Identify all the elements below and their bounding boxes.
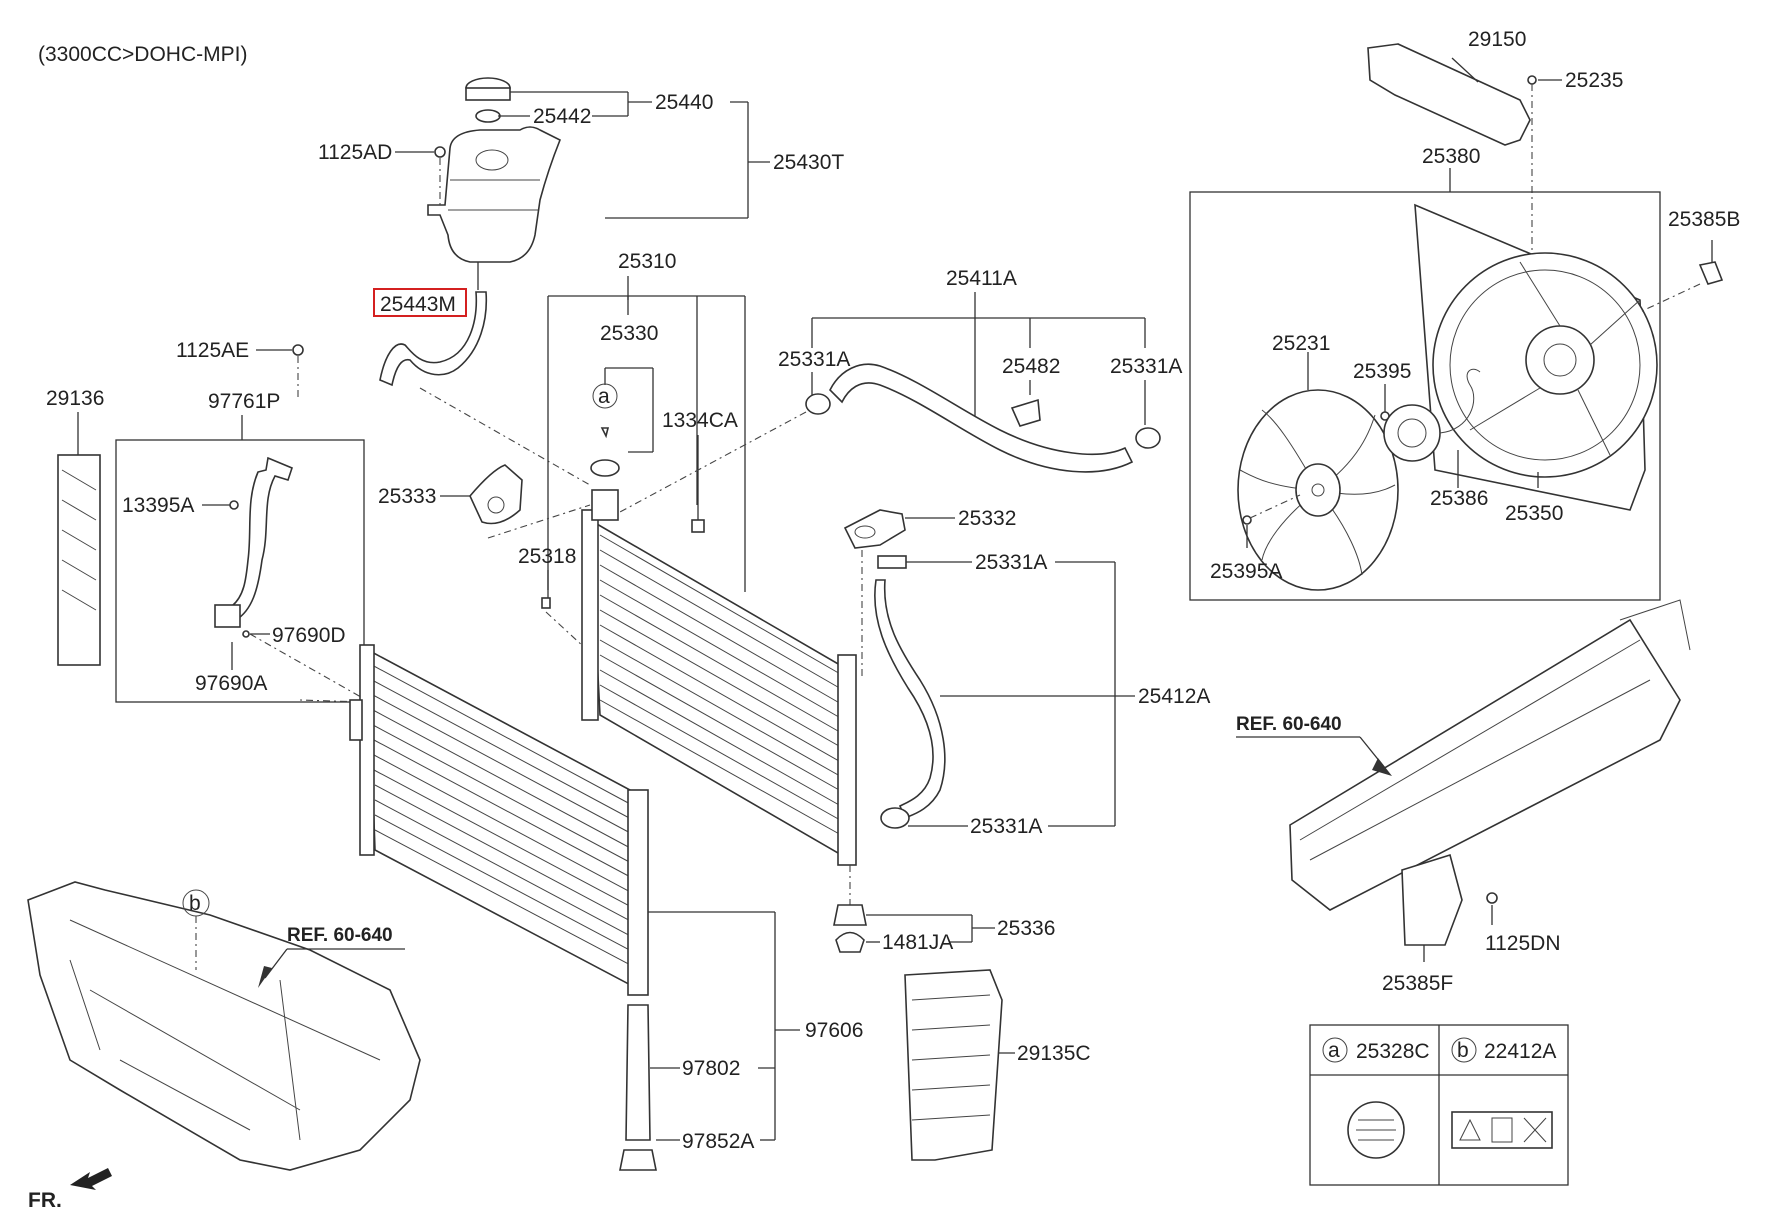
reservoir-tank-25430T (427, 126, 562, 263)
label-1125AD[interactable]: 1125AD (318, 141, 392, 164)
hose-clamp-1 (805, 393, 831, 415)
label-29150[interactable]: 29150 (1468, 28, 1526, 51)
desiccant-97802 (625, 1004, 651, 1141)
label-25395[interactable]: 25395 (1353, 360, 1411, 383)
label-25412A[interactable]: 25412A (1138, 685, 1210, 708)
label-97690D[interactable]: 97690D (272, 624, 346, 647)
drain-plug-25336 (833, 904, 867, 926)
label-25440[interactable]: 25440 (655, 91, 713, 114)
label-25411A[interactable]: 25411A (946, 267, 1017, 290)
hose-bracket-25482 (1010, 398, 1041, 427)
upper-bracket-29150 (1367, 43, 1531, 146)
label-97802[interactable]: 97802 (682, 1057, 740, 1080)
label-1125AE[interactable]: 1125AE (176, 339, 249, 362)
radiator-assembly: 25310 25330 a 1334CA 25333 25318 (378, 250, 857, 866)
label-25331A-1[interactable]: 25331A (778, 348, 850, 371)
sensor-25385F (1401, 853, 1463, 946)
hose-clamp-4 (880, 807, 910, 829)
label-1125DN[interactable]: 1125DN (1485, 932, 1561, 955)
radiator-cap-25330 (590, 459, 620, 477)
label-13395A[interactable]: 13395A (122, 494, 194, 517)
legend-b-key: b (1457, 1039, 1469, 1062)
hose-clamp-2 (1135, 427, 1161, 449)
orientation-label: FR. (28, 1189, 62, 1211)
legend-a-part[interactable]: 25328C (1356, 1040, 1430, 1063)
legend-table: a 25328C b 22412A (1309, 1024, 1569, 1186)
front-carrier-group: b REF. 60-640 (27, 881, 421, 1171)
bushing-1481JA (835, 931, 865, 953)
condenser-pipe-assembly: 29136 1125AE 97761P 13395A 97690D 97690A (46, 339, 649, 996)
label-25318[interactable]: 25318 (518, 545, 576, 568)
label-25482[interactable]: 25482 (1002, 355, 1060, 378)
fan-motor-25386 (1383, 404, 1441, 462)
cap-seal-25442 (475, 109, 501, 123)
label-25310[interactable]: 25310 (618, 250, 676, 273)
label-25385F[interactable]: 25385F (1382, 972, 1453, 995)
condenser-subparts: 97606 97802 97852A (619, 911, 863, 1171)
lower-hose-assembly: 25332 25331A 25412A 25331A 1481JA 25336 (833, 507, 1210, 954)
reservoir-hose-25443M (379, 291, 488, 387)
callout-a-label: a (598, 385, 610, 408)
label-25331A-4[interactable]: 25331A (970, 815, 1042, 838)
label-29136[interactable]: 29136 (46, 387, 104, 410)
coolant-reservoir-assembly: 25442 25440 25430T 1125AD 25443M (318, 77, 844, 486)
right-frame-group: REF. 60-640 1125DN 25385F (1236, 599, 1691, 995)
label-97606[interactable]: 97606 (805, 1019, 863, 1042)
label-25331A-2[interactable]: 25331A (1110, 355, 1182, 378)
callout-b-label: b (189, 892, 201, 915)
label-97690A[interactable]: 97690A (195, 672, 267, 695)
front-end-carrier (27, 881, 421, 1171)
ac-pipe-97761P (219, 456, 293, 621)
hose-clamp-3 (877, 555, 907, 569)
upper-hose-25411A (829, 363, 1134, 473)
engine-label: (3300CC>DOHC-MPI) (38, 43, 247, 66)
side-seal-29136 (57, 454, 101, 666)
side-seal-29135C (904, 969, 1003, 1161)
callout-a (592, 383, 618, 409)
label-1334CA[interactable]: 1334CA (662, 409, 738, 432)
upper-hose-assembly: 25411A 25331A 25482 25331A (619, 267, 1182, 513)
cap-97852A (619, 1149, 657, 1171)
label-25385B[interactable]: 25385B (1668, 208, 1740, 231)
label-29135C[interactable]: 29135C (1017, 1042, 1091, 1065)
side-frame-member (1289, 618, 1681, 911)
label-25443M[interactable]: 25443M (380, 293, 456, 316)
label-25333[interactable]: 25333 (378, 485, 436, 508)
legend-a-key: a (1328, 1039, 1340, 1062)
legend-b-part[interactable]: 22412A (1484, 1040, 1556, 1063)
label-25336[interactable]: 25336 (997, 917, 1055, 940)
ref-60-640-left[interactable]: REF. 60-640 (287, 925, 393, 946)
fr-arrow-icon (70, 1168, 112, 1190)
resistor-25385B (1698, 261, 1724, 285)
label-97761P[interactable]: 97761P (208, 390, 280, 413)
label-25330[interactable]: 25330 (600, 322, 658, 345)
seal-29135C-group: 29135C (904, 969, 1091, 1161)
label-25332[interactable]: 25332 (958, 507, 1016, 530)
label-25231[interactable]: 25231 (1272, 332, 1330, 355)
warning-label-22412A (1451, 1111, 1553, 1149)
label-25430T[interactable]: 25430T (773, 151, 844, 174)
label-25235[interactable]: 25235 (1565, 69, 1623, 92)
fan-shroud-assembly: 29150 25235 25380 25385B 25231 2539 (1189, 28, 1740, 601)
label-25442[interactable]: 25442 (533, 105, 591, 128)
label-25350[interactable]: 25350 (1505, 502, 1563, 525)
label-97852A[interactable]: 97852A (682, 1130, 754, 1153)
bracket-25333 (469, 464, 523, 525)
label-25380[interactable]: 25380 (1422, 145, 1480, 168)
front-orientation-indicator: FR. (28, 1168, 112, 1211)
highlight-box-25443M (373, 288, 467, 317)
label-25395A[interactable]: 25395A (1210, 560, 1282, 583)
bracket-25332 (843, 509, 906, 549)
label-1481JA[interactable]: 1481JA (882, 931, 953, 954)
lower-hose-25412A (874, 579, 946, 820)
label-25386[interactable]: 25386 (1430, 487, 1488, 510)
label-25331A-3[interactable]: 25331A (975, 551, 1047, 574)
ref-60-640-right[interactable]: REF. 60-640 (1236, 714, 1342, 735)
